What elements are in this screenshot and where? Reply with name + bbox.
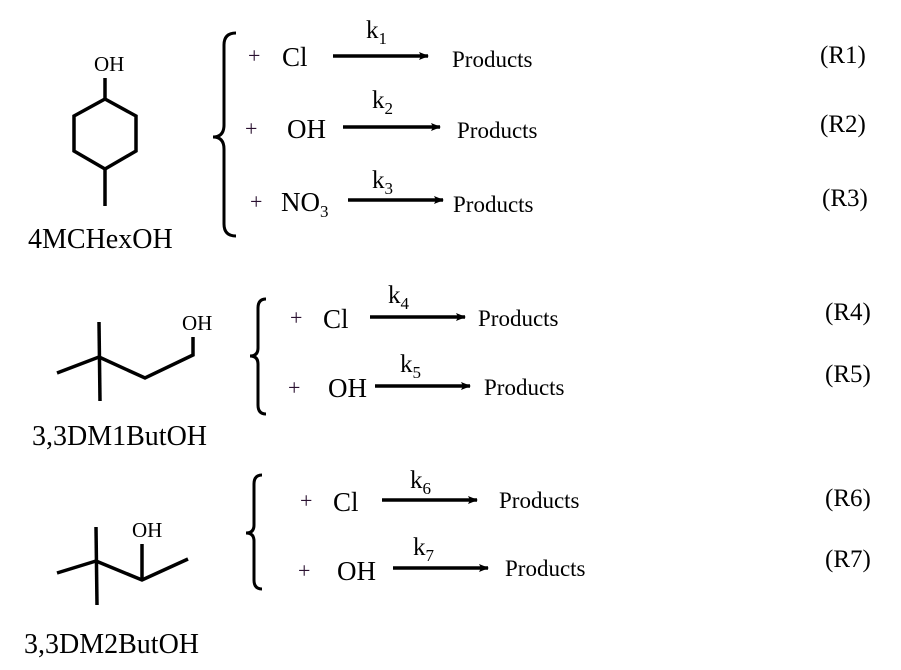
products-label: Products <box>505 556 586 581</box>
brace-1 <box>212 31 237 238</box>
reagent: OH <box>337 556 376 586</box>
plus-sign: + <box>250 189 263 214</box>
reaction-id: (R2) <box>820 111 866 138</box>
plus-sign: + <box>290 305 303 330</box>
reaction-id: (R3) <box>822 185 868 212</box>
reagent: Cl <box>323 304 349 334</box>
oh-group-label: OH <box>132 518 163 542</box>
rate-constant: k4 <box>388 282 409 313</box>
plus-sign: + <box>300 488 313 513</box>
plus-sign: + <box>248 43 261 68</box>
reaction-id: (R7) <box>825 546 871 573</box>
reaction-id: (R1) <box>820 42 866 69</box>
oh-group-label: OH <box>94 52 125 76</box>
rate-constant: k1 <box>366 17 387 48</box>
products-label: Products <box>453 192 534 217</box>
molecule-name: 4MCHexOH <box>28 224 173 255</box>
reagent: OH <box>328 373 367 403</box>
reaction-id: (R6) <box>825 485 871 512</box>
molecule-4mchexoh-structure <box>72 78 138 206</box>
reagent: OH <box>287 114 326 144</box>
products-label: Products <box>452 47 533 72</box>
rate-constant: k6 <box>410 467 431 498</box>
plus-sign: + <box>245 116 258 141</box>
products-label: Products <box>484 375 565 400</box>
rate-constant: k7 <box>413 534 434 565</box>
molecule-33dm1butoh-structure <box>56 321 195 402</box>
molecule-name: 3,3DM2ButOH <box>24 629 200 660</box>
reaction-id: (R4) <box>825 299 871 326</box>
molecule-33dm2butoh-structure <box>56 526 189 606</box>
brace-3 <box>245 473 263 591</box>
rate-constant: k3 <box>372 167 393 198</box>
rate-constant: k5 <box>400 351 421 382</box>
reagent: Cl <box>282 42 308 72</box>
brace-2 <box>249 297 267 416</box>
reagent: NO3 <box>281 187 329 221</box>
oh-group-label: OH <box>182 311 213 335</box>
molecule-name: 3,3DM1ButOH <box>32 421 208 452</box>
products-label: Products <box>499 488 580 513</box>
products-label: Products <box>478 306 559 331</box>
rate-constant: k2 <box>372 87 393 118</box>
products-label: Products <box>457 118 538 143</box>
reaction-id: (R5) <box>825 361 871 388</box>
reagent: Cl <box>333 487 359 517</box>
plus-sign: + <box>288 375 301 400</box>
plus-sign: + <box>298 558 311 583</box>
